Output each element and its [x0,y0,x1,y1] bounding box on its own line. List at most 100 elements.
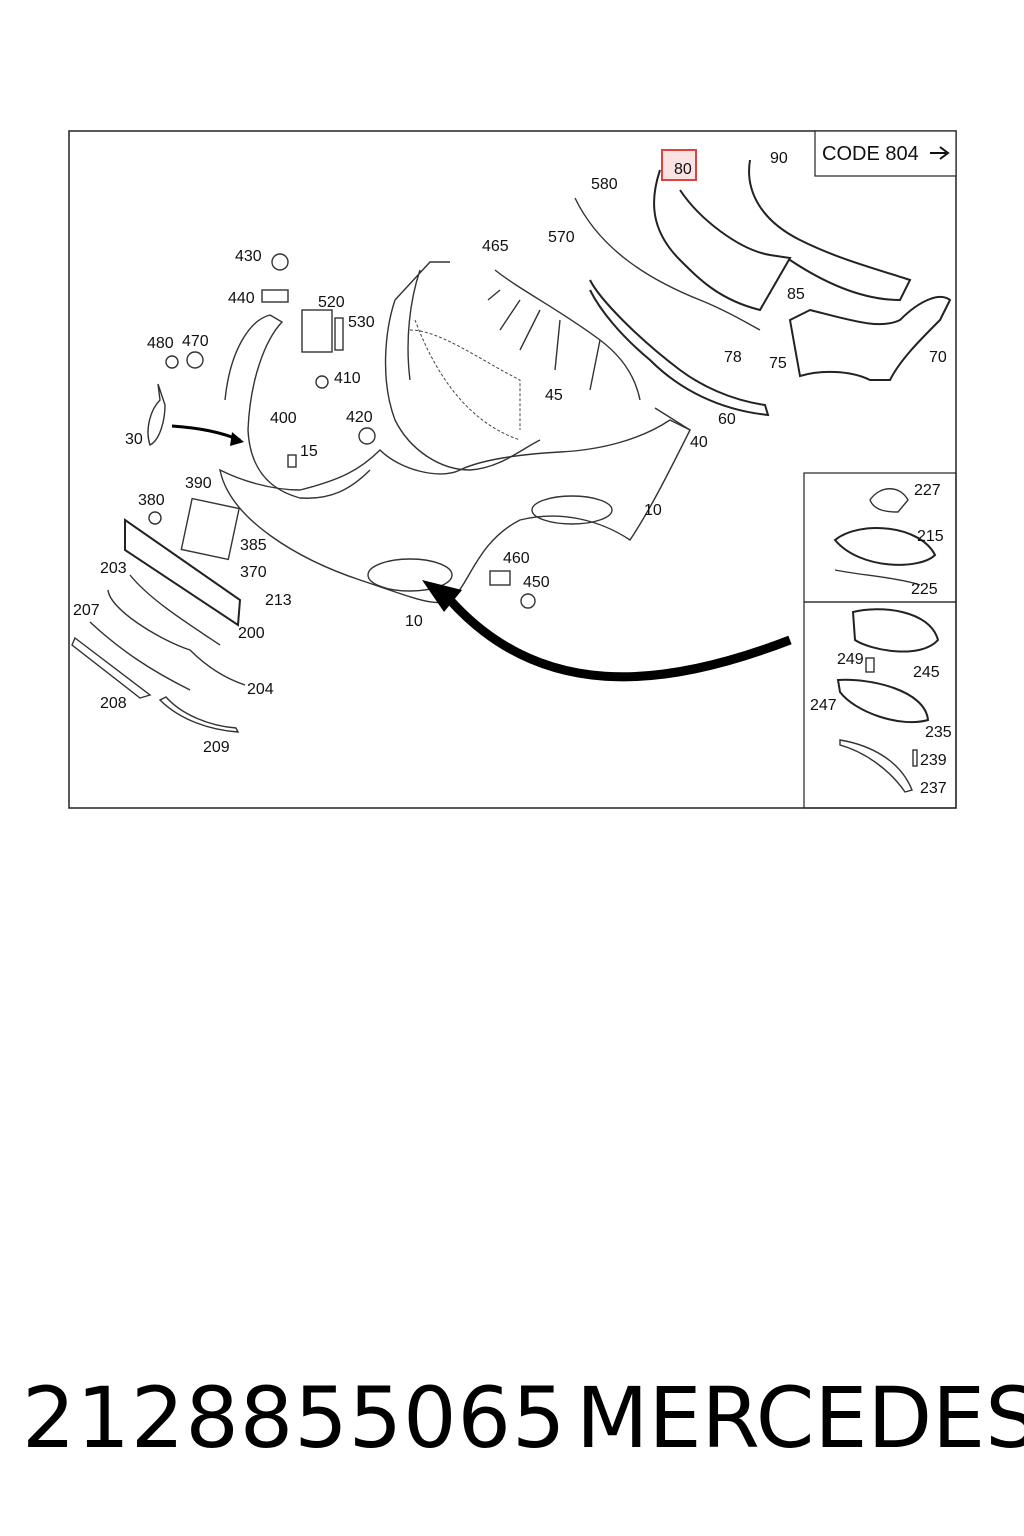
part-245-frame [851,608,940,653]
callout-465: 465 [482,238,509,255]
callout-209: 209 [203,739,230,756]
part-227-cover [869,488,909,513]
callout-430: 430 [235,248,262,265]
callout-204: 204 [247,681,274,698]
callout-15: 15 [300,443,318,460]
part-203-grille [124,518,242,627]
callout-80: 80 [674,161,692,178]
callout-390: 390 [185,475,212,492]
bumper-left-side [224,314,371,499]
part-520-module [301,309,333,353]
callout-215: 215 [917,528,944,545]
part-239-screw [912,749,918,767]
arrowhead-30-icon [230,432,244,446]
callout-440: 440 [228,290,255,307]
callout-520: 520 [318,294,345,311]
part-430-screw [271,253,289,271]
callout-227: 227 [914,482,941,499]
arrowhead-icon [422,580,462,612]
callout-90: 90 [770,150,788,167]
callout-78: 78 [724,349,742,366]
callout-380: 380 [138,492,165,509]
highlight-box-80 [661,149,697,181]
callout-200: 200 [238,625,265,642]
arrow-right-icon [930,146,950,160]
callout-45: 45 [545,387,563,404]
fog-opening-left [367,558,453,592]
inset-panel-bottom [803,601,957,809]
callout-400: 400 [270,410,297,427]
part-450-screw [520,593,536,609]
part-460-nut [489,570,511,586]
callout-30: 30 [125,431,143,448]
callout-75: 75 [769,355,787,372]
part-80-impact-strip [653,169,792,312]
callout-235: 235 [925,724,952,741]
part-249-clip [865,657,875,673]
part-530-clip [334,317,344,351]
callout-213: 213 [265,592,292,609]
fog-opening-right [531,495,613,525]
callout-60: 60 [718,411,736,428]
grille-opening [409,319,521,441]
callout-450: 450 [523,574,550,591]
callout-580: 580 [591,176,618,193]
part-70-bracket [788,295,952,381]
part-207-strip [107,589,246,686]
bumper-upper [384,261,541,471]
callout-247: 247 [810,697,837,714]
part-90-absorber [748,159,912,302]
arrow-30 [171,424,241,442]
part-204-strip [89,621,191,691]
part-410-bolt [315,375,329,389]
part-400-rivet [287,454,297,468]
callout-420: 420 [346,409,373,426]
callout-570: 570 [548,229,575,246]
part-570-cable [574,197,761,331]
callout-460: 460 [503,550,530,567]
part-40-strip [654,407,691,431]
callout-40: 40 [690,434,708,451]
callout-70: 70 [929,349,947,366]
code-label: CODE 804 [822,143,919,165]
callout-labels: 10 10 15 30 40 45 60 70 75 78 80 85 90 200 203 204 207 20… [73,150,952,797]
part-209-strip [158,696,240,733]
callout-245: 245 [913,664,940,681]
part-440-clip [261,289,289,303]
part-60-carrier [589,279,770,417]
part-45-harness [487,269,641,401]
part-370-plate [180,497,240,561]
bumper-cover [219,419,691,604]
part-200-trim [129,574,221,646]
callout-203: 203 [100,560,127,577]
part-480-ring [165,355,179,369]
part-30 [147,383,166,446]
callout-225: 225 [911,581,938,598]
callout-239: 239 [920,752,947,769]
part-number: 2128855065 [22,1369,567,1467]
part-237-strip [839,739,913,793]
callout-470: 470 [182,333,209,350]
callout-370: 370 [240,564,267,581]
part-235-grille [836,678,930,724]
callout-237: 237 [920,780,947,797]
callout-480: 480 [147,335,174,352]
callout-249: 249 [837,651,864,668]
pointer-arrow [446,596,792,682]
callout-208: 208 [100,695,127,712]
part-420-bolt [358,427,376,445]
callout-85: 85 [787,286,805,303]
diagram-frame [68,130,957,809]
part-225-strip [834,569,921,586]
part-208-strip [71,636,152,699]
part-215-grille [833,527,937,566]
part-380-screw [148,511,162,525]
callout-530: 530 [348,314,375,331]
callout-385: 385 [240,537,267,554]
callout-207: 207 [73,602,100,619]
callout-10: 10 [644,502,662,519]
callout-10: 10 [405,613,423,630]
part-470-sensor [186,351,204,369]
brand-name: MERCEDES [576,1369,1024,1467]
